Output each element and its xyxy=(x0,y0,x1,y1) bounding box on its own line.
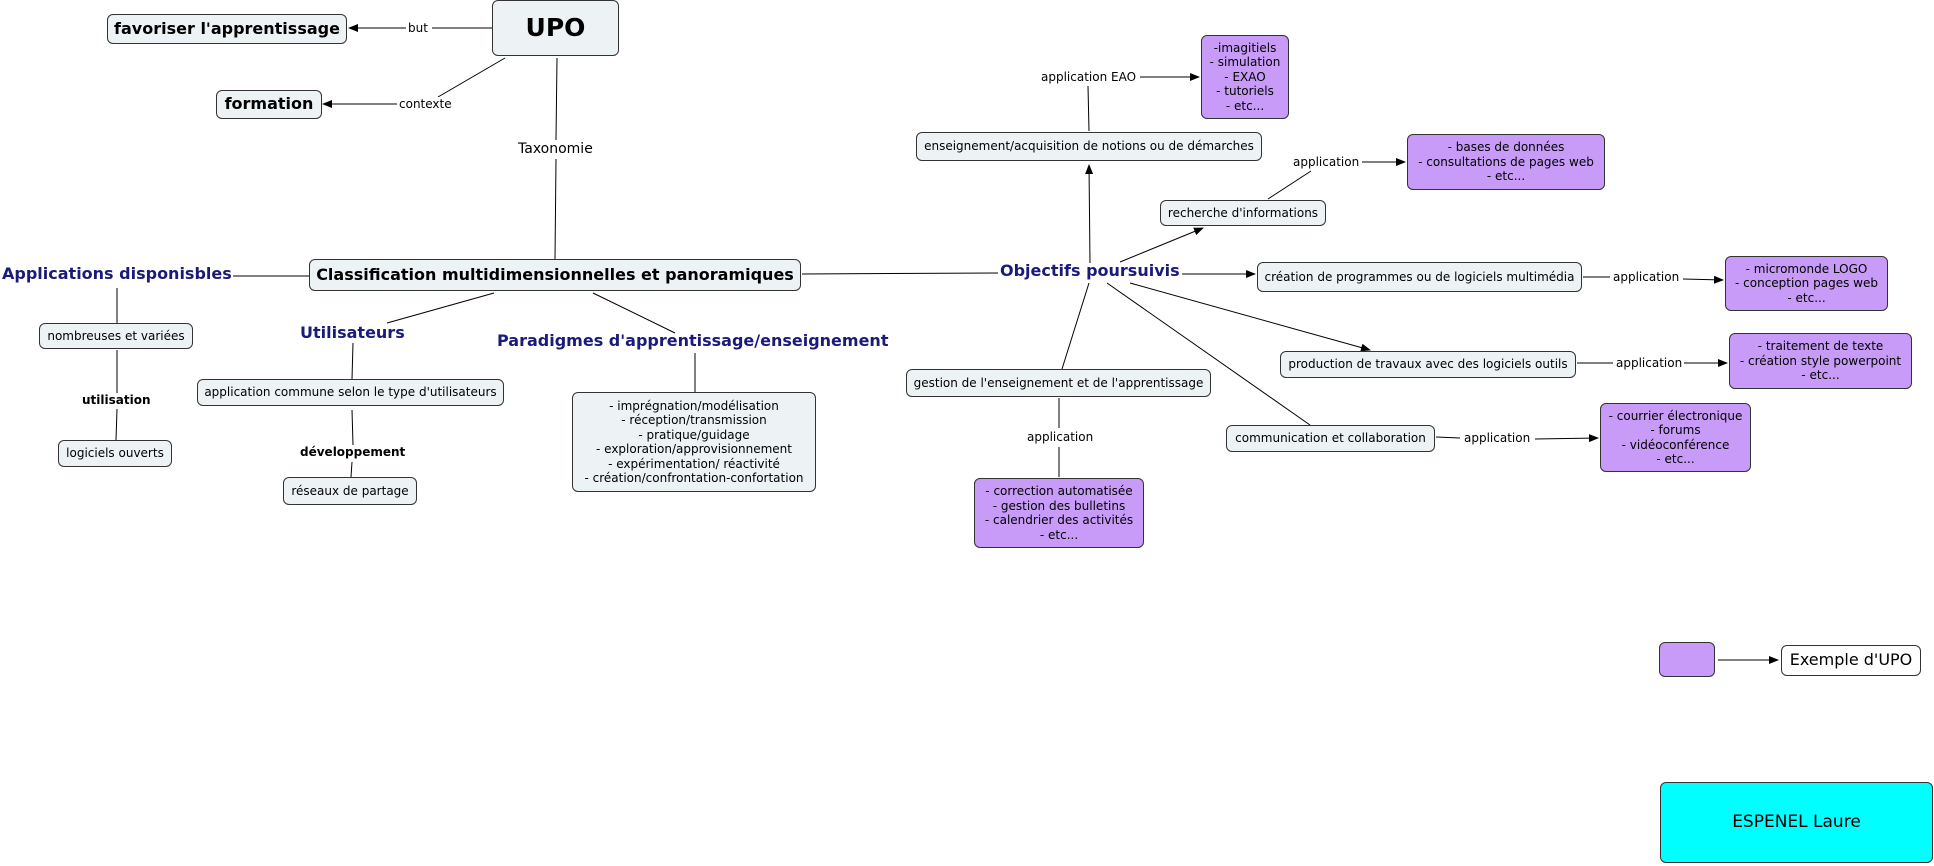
favoriser-label: favoriser l'apprentissage xyxy=(114,18,340,38)
example-item: - etc... xyxy=(1486,169,1526,184)
example-item: - consultations de pages web xyxy=(1418,154,1594,169)
goal-production-node[interactable]: production de travaux avec des logiciels… xyxy=(1280,351,1576,378)
example-item: - etc... xyxy=(1656,452,1695,466)
legend-label-node: Exemple d'UPO xyxy=(1781,645,1921,676)
example-item: - correction automatisée xyxy=(985,484,1133,498)
utilisateurs-heading: Utilisateurs xyxy=(300,323,405,342)
edge-label-application: application xyxy=(1291,155,1362,169)
example-item: - micromonde LOGO xyxy=(1745,261,1868,276)
goal-creation-label: création de programmes ou de logiciels m… xyxy=(1264,269,1575,284)
author-box: ESPENEL Laure xyxy=(1660,782,1933,863)
example-item: - tutoriels xyxy=(1216,84,1274,99)
goal-enseignement-label: enseignement/acquisition de notions ou d… xyxy=(924,139,1254,154)
application-commune-label: application commune selon le type d'util… xyxy=(204,385,497,400)
objectifs-heading: Objectifs poursuivis xyxy=(1000,261,1180,280)
classification-center-node[interactable]: Classification multidimensionnelles et p… xyxy=(309,259,801,291)
example-item: - etc... xyxy=(1801,368,1840,383)
goal-communication-label: communication et collaboration xyxy=(1235,431,1426,446)
goal-gestion-node[interactable]: gestion de l'enseignement et de l'appren… xyxy=(906,369,1211,397)
paradigmes-list-node[interactable]: - imprégnation/modélisation - réception/… xyxy=(572,392,816,492)
example-item: - forums xyxy=(1650,423,1701,437)
example-item: - gestion des bulletins xyxy=(992,498,1126,513)
reseaux-partage-node[interactable]: réseaux de partage xyxy=(283,477,417,505)
example-item: - bases de données xyxy=(1447,140,1565,155)
edge-label-application: application xyxy=(1462,431,1533,445)
example-item: - calendrier des activités xyxy=(984,513,1134,527)
example-item: - EXAO xyxy=(1224,69,1266,84)
example-production-node[interactable]: - traitement de texte - création style p… xyxy=(1729,333,1912,389)
edge-label-utilisation: utilisation xyxy=(82,393,151,407)
applications-heading: Applications disponisbles xyxy=(2,264,232,283)
formation-node[interactable]: formation xyxy=(216,90,322,119)
example-recherche-node[interactable]: - bases de données - consultations de pa… xyxy=(1407,134,1605,190)
goal-recherche-label: recherche d'informations xyxy=(1167,205,1319,220)
example-item: - etc... xyxy=(1787,290,1826,305)
goal-gestion-label: gestion de l'enseignement et de l'appren… xyxy=(913,375,1204,390)
formation-label: formation xyxy=(224,94,314,114)
example-item: - traitement de texte xyxy=(1757,339,1884,354)
nombreuses-label: nombreuses et variées xyxy=(47,328,185,343)
example-item: - courrier électronique xyxy=(1608,408,1743,423)
paradigme-item: - expérimentation/ réactivité xyxy=(608,456,780,471)
paradigme-item: - réception/transmission xyxy=(621,413,767,427)
center-label: Classification multidimensionnelles et p… xyxy=(316,264,794,284)
example-item: - conception pages web xyxy=(1735,276,1878,291)
paradigme-item: - pratique/guidage xyxy=(638,427,750,442)
example-item: - vidéoconférence xyxy=(1621,437,1730,452)
example-item: - simulation xyxy=(1209,55,1281,70)
edge-label-application: application xyxy=(1611,270,1682,284)
nombreuses-variees-node[interactable]: nombreuses et variées xyxy=(39,323,193,349)
logiciels-ouverts-label: logiciels ouverts xyxy=(66,446,164,461)
edge-label-application: application xyxy=(1614,356,1685,370)
application-commune-node[interactable]: application commune selon le type d'util… xyxy=(197,379,504,406)
example-item: -imagitiels xyxy=(1213,40,1277,55)
upo-root-node[interactable]: UPO xyxy=(492,0,619,56)
upo-title: UPO xyxy=(525,12,586,42)
edge-label-contexte: contexte xyxy=(397,97,454,111)
edge-label-taxonomie: Taxonomie xyxy=(516,141,595,157)
goal-communication-node[interactable]: communication et collaboration xyxy=(1226,425,1435,452)
edge-label-but: but xyxy=(406,21,430,35)
goal-creation-node[interactable]: création de programmes ou de logiciels m… xyxy=(1257,262,1582,292)
paradigme-item: - exploration/approvisionnement xyxy=(596,442,792,456)
legend-swatch xyxy=(1659,642,1715,677)
paradigme-item: - imprégnation/modélisation xyxy=(609,398,779,413)
paradigmes-heading: Paradigmes d'apprentissage/enseignement xyxy=(497,331,889,350)
edge-label-developpement: développement xyxy=(300,445,406,459)
logiciels-ouverts-node[interactable]: logiciels ouverts xyxy=(58,440,172,467)
goal-enseignement-node[interactable]: enseignement/acquisition de notions ou d… xyxy=(916,132,1262,161)
example-item: - création style powerpoint xyxy=(1739,353,1902,368)
example-creation-node[interactable]: - micromonde LOGO - conception pages web… xyxy=(1725,256,1888,311)
goal-production-label: production de travaux avec des logiciels… xyxy=(1288,357,1568,372)
example-item: - etc... xyxy=(1039,527,1079,542)
example-item: - etc... xyxy=(1225,98,1265,113)
legend-label: Exemple d'UPO xyxy=(1789,650,1913,670)
author-name: ESPENEL Laure xyxy=(1732,812,1861,833)
edge-label-application: application xyxy=(1025,430,1096,444)
goal-recherche-node[interactable]: recherche d'informations xyxy=(1160,200,1326,226)
example-communication-node[interactable]: - courrier électronique - forums - vidéo… xyxy=(1600,403,1751,472)
paradigme-item: - création/confrontation-confortation xyxy=(584,471,804,485)
example-eao-node[interactable]: -imagitiels - simulation - EXAO - tutori… xyxy=(1201,35,1289,119)
favoriser-apprentissage-node[interactable]: favoriser l'apprentissage xyxy=(107,14,347,44)
reseaux-partage-label: réseaux de partage xyxy=(291,483,409,498)
example-gestion-node[interactable]: - correction automatisée - gestion des b… xyxy=(974,478,1144,548)
edge-label-application-eao: application EAO xyxy=(1039,70,1139,84)
